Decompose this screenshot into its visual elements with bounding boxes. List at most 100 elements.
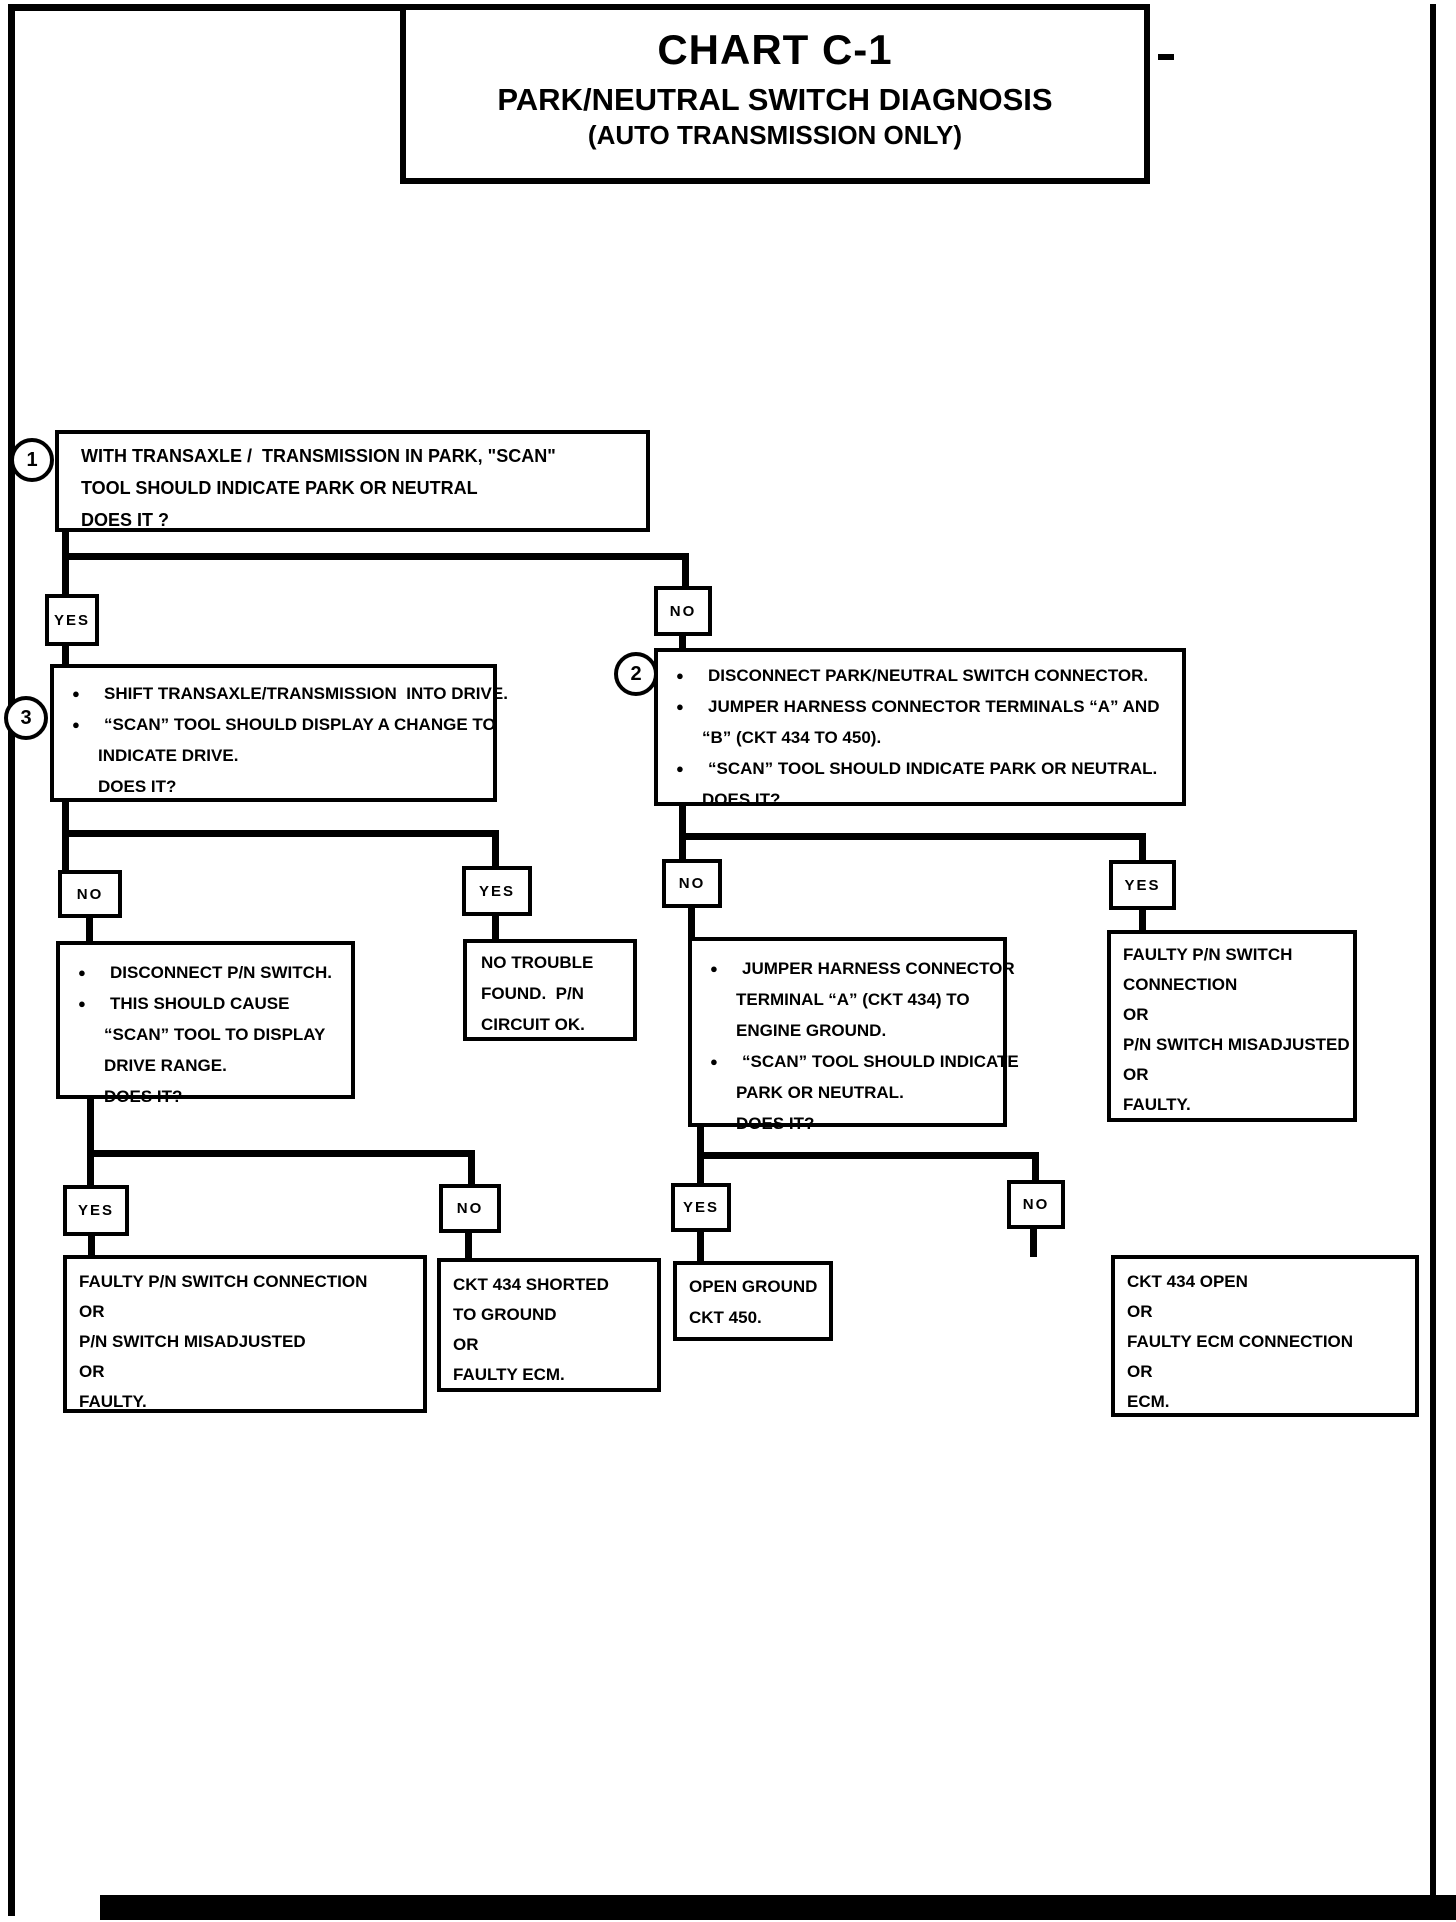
connector-line bbox=[86, 916, 93, 943]
box-text-line: DISCONNECT PARK/NEUTRAL SWITCH CONNECTOR… bbox=[708, 666, 1149, 685]
decision-label-no-5: NO bbox=[1007, 1180, 1065, 1229]
step1-question-box: WITH TRANSAXLE / TRANSMISSION IN PARK, "… bbox=[55, 430, 650, 532]
bullet-line: ● JUMPER HARNESS CONNECTOR bbox=[704, 953, 1015, 984]
bullet-icon: ● bbox=[72, 686, 80, 701]
box-text-line: TO GROUND bbox=[453, 1305, 557, 1324]
decision-label-no-4: NO bbox=[439, 1184, 501, 1233]
box-text-line: CKT 434 SHORTED bbox=[453, 1275, 609, 1294]
box-text-line: FAULTY P/N SWITCH CONNECTION bbox=[79, 1272, 368, 1291]
bullet-line: ● “SCAN” TOOL SHOULD DISPLAY A CHANGE TO bbox=[66, 709, 496, 740]
box-text-line: CKT 434 OPEN bbox=[1127, 1272, 1248, 1291]
bullet-line: ● “SCAN” TOOL SHOULD INDICATE bbox=[704, 1046, 1019, 1077]
connector-line bbox=[62, 553, 689, 560]
jumper-engine-ground-box: ● JUMPER HARNESS CONNECTOR TERMINAL “A” … bbox=[688, 937, 1019, 1133]
box-text-line: OR bbox=[1127, 1302, 1153, 1321]
bullet-icon: ● bbox=[72, 717, 80, 732]
decision-text: YES bbox=[53, 611, 90, 629]
faulty-pn-switch-result-box-right: FAULTY P/N SWITCH CONNECTION OR P/N SWIT… bbox=[1107, 930, 1357, 1122]
decision-text: NO bbox=[456, 1200, 484, 1217]
chart-subtitle: PARK/NEUTRAL SWITCH DIAGNOSIS bbox=[497, 82, 1053, 117]
connector-line bbox=[468, 1150, 475, 1186]
decision-label-no-1: NO bbox=[654, 586, 712, 636]
box-text-line: CKT 450. bbox=[689, 1308, 762, 1327]
page-border-bottom-bar bbox=[100, 1895, 1456, 1920]
decision-label-yes-3: YES bbox=[1109, 860, 1176, 910]
connector-line bbox=[1139, 908, 1146, 932]
decision-text: YES bbox=[77, 1202, 114, 1219]
disconnect-pn-switch-box: ● DISCONNECT P/N SWITCH. ● THIS SHOULD C… bbox=[56, 941, 355, 1106]
box-text-line: FAULTY. bbox=[79, 1392, 147, 1411]
decision-label-yes-4: YES bbox=[63, 1185, 129, 1236]
no-trouble-found-box: NO TROUBLE FOUND. P/N CIRCUIT OK. bbox=[463, 939, 637, 1041]
decision-label-yes-5: YES bbox=[671, 1183, 731, 1232]
decision-text: YES bbox=[478, 882, 515, 900]
box-text-line: DRIVE RANGE. bbox=[104, 1056, 227, 1075]
bullet-icon: ● bbox=[78, 965, 86, 980]
connector-line bbox=[88, 1234, 95, 1257]
bullet-line: ● DISCONNECT P/N SWITCH. bbox=[72, 957, 345, 988]
page-border-left bbox=[8, 4, 15, 1916]
step-number: 3 bbox=[20, 706, 32, 729]
connector-line bbox=[1139, 833, 1146, 862]
box-text-line: DOES IT? bbox=[736, 1114, 815, 1133]
box-text-line: OPEN GROUND bbox=[689, 1277, 818, 1296]
box-text-line: ECM. bbox=[1127, 1392, 1170, 1411]
decision-text: NO bbox=[669, 602, 697, 620]
decision-text: YES bbox=[682, 1199, 719, 1216]
box-text-line: ENGINE GROUND. bbox=[736, 1021, 887, 1040]
bullet-line: ● SHIFT TRANSAXLE/TRANSMISSION INTO DRIV… bbox=[66, 678, 508, 709]
connector-line bbox=[87, 1097, 94, 1187]
connector-line bbox=[1030, 1227, 1037, 1257]
connector-line bbox=[492, 914, 499, 941]
bullet-line: ● “SCAN” TOOL SHOULD INDICATE PARK OR NE… bbox=[670, 753, 1176, 784]
box-text-line: OR bbox=[1123, 1065, 1149, 1084]
bullet-icon: ● bbox=[710, 961, 718, 976]
box-text-line: WITH TRANSAXLE / TRANSMISSION IN PARK, "… bbox=[81, 446, 556, 466]
page-border-top bbox=[8, 4, 404, 11]
connector-line bbox=[679, 833, 1146, 840]
box-text-line: JUMPER HARNESS CONNECTOR bbox=[742, 959, 1015, 978]
title-box: CHART C-1 PARK/NEUTRAL SWITCH DIAGNOSIS … bbox=[400, 4, 1150, 184]
connector-line bbox=[62, 830, 499, 837]
step-number: 1 bbox=[26, 448, 38, 471]
box-text-line: JUMPER HARNESS CONNECTOR TERMINALS “A” A… bbox=[708, 697, 1160, 716]
box-text-line: FOUND. P/N bbox=[481, 984, 584, 1003]
box-text-line: DOES IT? bbox=[104, 1087, 183, 1106]
connector-line bbox=[697, 1152, 1039, 1159]
box-text-line: INDICATE DRIVE. bbox=[98, 746, 239, 765]
ckt434-shorted-result-box: CKT 434 SHORTED TO GROUND OR FAULTY ECM. bbox=[437, 1258, 661, 1392]
box-text-line: “SCAN” TOOL SHOULD INDICATE bbox=[742, 1052, 1019, 1071]
box-text-line: PARK OR NEUTRAL. bbox=[736, 1083, 904, 1102]
decision-label-no-2: NO bbox=[58, 870, 122, 918]
bullet-icon: ● bbox=[676, 699, 684, 714]
box-text-line: SHIFT TRANSAXLE/TRANSMISSION INTO DRIVE. bbox=[104, 684, 508, 703]
box-text-line: FAULTY. bbox=[1123, 1095, 1191, 1114]
box-text-line: THIS SHOULD CAUSE bbox=[110, 994, 290, 1013]
connector-line bbox=[87, 1150, 475, 1157]
decision-text: NO bbox=[76, 885, 104, 903]
bullet-icon: ● bbox=[78, 996, 86, 1011]
connector-line bbox=[688, 906, 695, 939]
connector-line bbox=[682, 553, 689, 588]
connector-line bbox=[62, 644, 69, 668]
connector-line bbox=[697, 1230, 704, 1263]
box-text-line: FAULTY ECM CONNECTION bbox=[1127, 1332, 1354, 1351]
decision-text: NO bbox=[678, 875, 706, 892]
bullet-line: ● JUMPER HARNESS CONNECTOR TERMINALS “A”… bbox=[670, 691, 1176, 722]
box-text-line: FAULTY P/N SWITCH bbox=[1123, 945, 1293, 964]
box-text-line: CIRCUIT OK. bbox=[481, 1015, 585, 1034]
box-text-line: OR bbox=[79, 1302, 105, 1321]
page-border-right bbox=[1430, 4, 1436, 1916]
decision-label-yes-1: YES bbox=[45, 594, 99, 646]
box-text-line: DISCONNECT P/N SWITCH. bbox=[110, 963, 332, 982]
box-text-line: NO TROUBLE bbox=[481, 953, 594, 972]
open-ground-result-box: OPEN GROUND CKT 450. bbox=[673, 1261, 833, 1341]
box-text-line: P/N SWITCH MISADJUSTED bbox=[1123, 1035, 1350, 1054]
decision-text: NO bbox=[1022, 1196, 1050, 1213]
step3-question-box: ● SHIFT TRANSAXLE/TRANSMISSION INTO DRIV… bbox=[50, 664, 508, 802]
connector-line bbox=[465, 1231, 472, 1260]
box-text-line: P/N SWITCH MISADJUSTED bbox=[79, 1332, 306, 1351]
step-number: 2 bbox=[630, 662, 642, 685]
box-text-line: DOES IT? bbox=[98, 777, 177, 796]
